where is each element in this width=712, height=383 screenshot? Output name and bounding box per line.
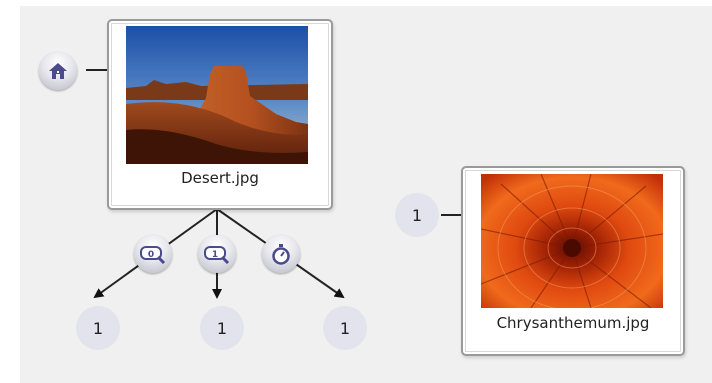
home-icon <box>47 61 69 81</box>
zoom-1-icon: 1 <box>204 244 230 264</box>
timer-button[interactable] <box>262 235 300 273</box>
home-button[interactable] <box>39 52 77 90</box>
chrysanthemum-image-card[interactable]: Chrysanthemum.jpg <box>461 166 685 356</box>
desert-thumbnail <box>126 26 308 164</box>
desert-output-count-1: 1 <box>76 306 120 350</box>
svg-text:0: 0 <box>148 250 154 260</box>
zoom-0-button[interactable]: 0 <box>134 235 172 273</box>
stopwatch-icon <box>270 243 292 265</box>
chrysanthemum-file-name: Chrysanthemum.jpg <box>463 314 683 332</box>
zoom-0-icon: 0 <box>140 244 166 264</box>
chrysanthemum-thumbnail <box>481 174 663 308</box>
graph-canvas: Desert.jpg 0 1 1 1 1 1 <box>20 6 712 383</box>
desert-file-name: Desert.jpg <box>109 169 331 187</box>
chrysanthemum-input-count: 1 <box>395 193 439 237</box>
zoom-1-button[interactable]: 1 <box>198 235 236 273</box>
desert-output-count-2: 1 <box>200 306 244 350</box>
desert-image-card[interactable]: Desert.jpg <box>107 19 333 210</box>
svg-text:1: 1 <box>212 250 218 260</box>
desert-output-count-3: 1 <box>323 306 367 350</box>
